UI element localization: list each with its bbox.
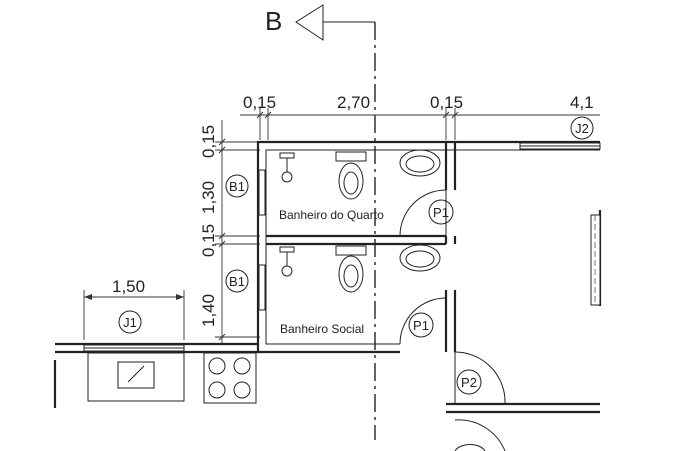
section-marker-b: B bbox=[265, 4, 376, 440]
stove-icon bbox=[203, 352, 257, 404]
svg-text:B1: B1 bbox=[229, 179, 245, 194]
doors bbox=[399, 189, 506, 451]
dimension-chain-left: 0,15 1,30 0,15 1,40 bbox=[199, 120, 260, 345]
toilet-icon bbox=[338, 162, 364, 200]
fixtures-bathroom-2 bbox=[279, 244, 441, 293]
dim-counter-label: 1,50 bbox=[112, 277, 145, 296]
shower-icon bbox=[281, 171, 293, 183]
toilet-icon bbox=[338, 255, 364, 293]
tag-p2: P2 bbox=[456, 369, 482, 395]
dimension-chain-top: 0,15 2,70 0,15 4,1 bbox=[240, 93, 600, 140]
kitchen-counter bbox=[87, 352, 185, 402]
svg-text:B1: B1 bbox=[229, 274, 245, 289]
tag-j2: J2 bbox=[570, 116, 594, 140]
svg-text:J1: J1 bbox=[123, 315, 137, 330]
kitchen-sink-icon bbox=[117, 361, 155, 389]
kitchen bbox=[87, 352, 257, 404]
dim-top-2: 2,70 bbox=[337, 93, 370, 112]
dim-left-2: 1,30 bbox=[199, 181, 218, 214]
tag-p1-bottom: P1 bbox=[408, 312, 434, 338]
room-label-2: Banheiro Social bbox=[280, 322, 364, 336]
room-label-1: Banheiro do Quarto bbox=[279, 208, 384, 222]
svg-text:J2: J2 bbox=[575, 121, 589, 136]
tag-p1-top: P1 bbox=[428, 199, 454, 225]
svg-text:P1: P1 bbox=[433, 205, 449, 220]
sink-icon bbox=[399, 244, 441, 272]
section-label: B bbox=[265, 6, 282, 36]
svg-text:P1: P1 bbox=[413, 318, 429, 333]
windows bbox=[83, 142, 601, 352]
section-arrow-icon bbox=[295, 4, 324, 41]
dim-top-4: 4,1 bbox=[570, 93, 594, 112]
svg-text:P2: P2 bbox=[461, 375, 477, 390]
shower-icon bbox=[281, 265, 293, 277]
sink-icon bbox=[399, 149, 441, 177]
tag-b1-bottom: B1 bbox=[225, 269, 249, 293]
dim-left-1: 0,15 bbox=[199, 125, 218, 158]
dim-top-1: 0,15 bbox=[243, 93, 276, 112]
tag-j1: J1 bbox=[118, 310, 142, 334]
tag-b1-top: B1 bbox=[225, 174, 249, 198]
dimension-counter: 1,50 bbox=[83, 277, 185, 340]
dim-top-3: 0,15 bbox=[430, 93, 463, 112]
fixtures-bathroom-1 bbox=[279, 149, 441, 200]
tag-partial-circle bbox=[454, 443, 486, 451]
dim-left-3: 0,15 bbox=[199, 224, 218, 257]
dim-left-4: 1,40 bbox=[199, 294, 218, 327]
